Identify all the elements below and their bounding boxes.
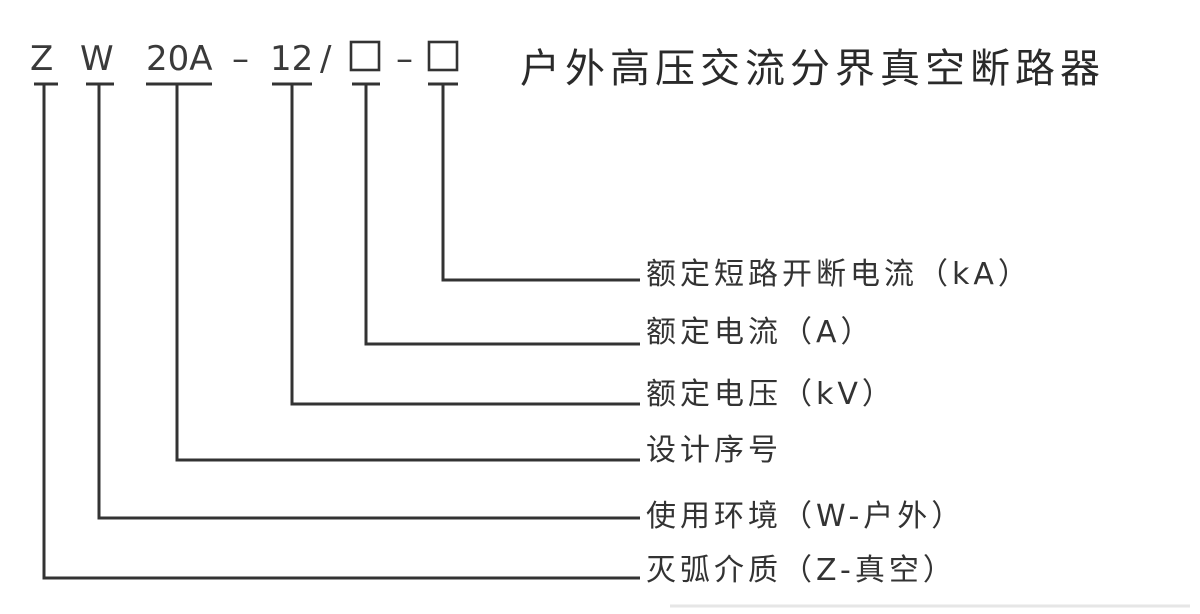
leader-environment xyxy=(97,84,640,520)
code-breaking-box xyxy=(427,40,459,72)
leader-arc-medium xyxy=(42,84,640,580)
label-design-number: 设计序号 xyxy=(646,433,782,468)
page-title: 户外高压交流分界真空断路器 xyxy=(520,46,1105,92)
label-environment: 使用环境（W-户外） xyxy=(646,499,965,534)
leader-rated-voltage xyxy=(290,84,640,406)
code-voltage: 12 xyxy=(270,39,313,79)
label-arc-medium: 灭弧介质（Z-真空） xyxy=(646,553,957,588)
code-slash: / xyxy=(320,39,332,79)
leader-breaking-current xyxy=(441,84,640,282)
code-dash-1: – xyxy=(232,39,249,79)
label-rated-current: 额定电流（A） xyxy=(646,315,875,350)
leader-rated-current xyxy=(364,84,640,346)
label-rated-voltage: 额定电压（kV） xyxy=(646,377,896,412)
leader-design-number xyxy=(175,84,640,462)
code-current-box xyxy=(349,40,381,72)
leader-lines xyxy=(42,84,640,580)
code-z: Z xyxy=(30,39,53,79)
code-w: W xyxy=(80,39,114,79)
model-code: Z W 20A – 12 / – xyxy=(30,39,459,79)
legend-labels: 额定短路开断电流（kA） 额定电流（A） 额定电压（kV） 设计序号 使用环境（… xyxy=(646,257,1032,588)
code-dash-2: – xyxy=(396,39,413,79)
code-series: 20A xyxy=(146,39,213,79)
label-breaking-current: 额定短路开断电流（kA） xyxy=(646,257,1032,292)
